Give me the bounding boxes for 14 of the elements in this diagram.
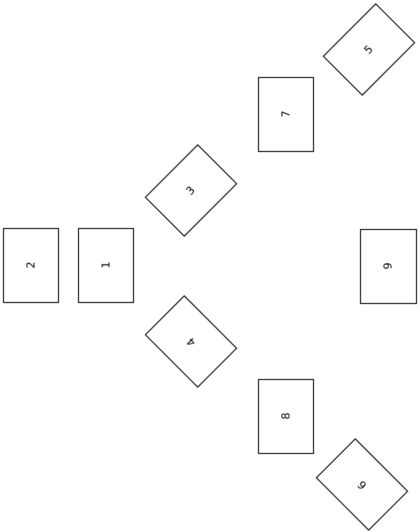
box-number: 6 [355,477,369,491]
box-number: 4 [184,334,198,348]
rectangle-box [360,228,416,304]
box-number: 3 [184,183,198,197]
rectangle-box [3,228,59,302]
box-number: 9 [382,262,394,270]
box-number: 7 [280,110,292,118]
rectangle-box [258,378,314,454]
box-number: 1 [100,262,112,268]
rectangle-box [258,76,314,152]
box-number: 5 [362,42,376,56]
box-number: 2 [25,262,37,268]
rectangle-box [78,228,134,302]
box-number: 8 [280,412,292,420]
